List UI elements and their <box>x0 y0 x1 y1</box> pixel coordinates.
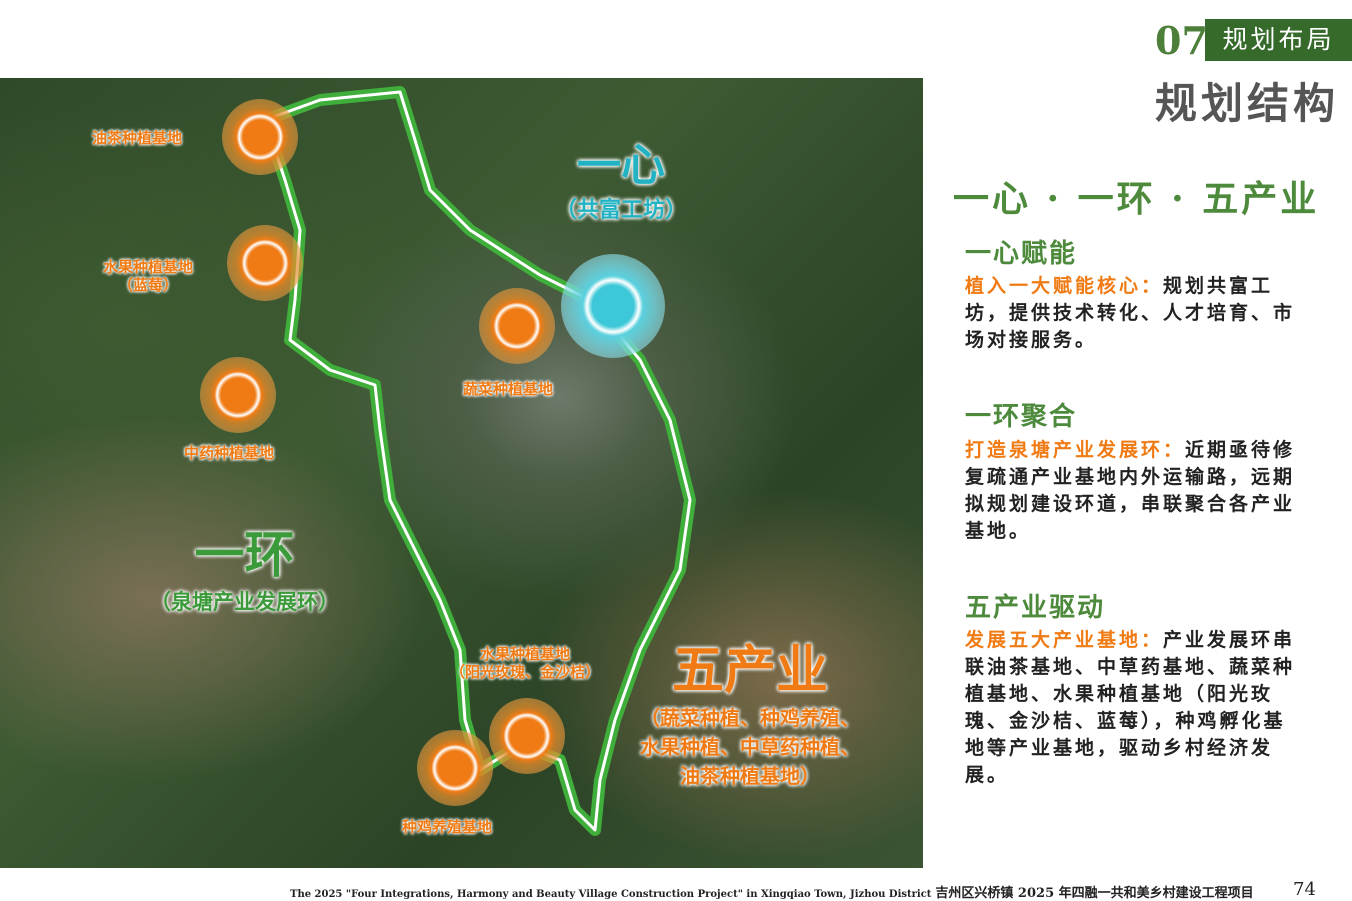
section-text: 植入一大赋能核心：规划共富工坊，提供技术转化、人才培育、市场对接服务。 <box>965 275 1296 351</box>
page-title: 规划结构 <box>1155 79 1340 128</box>
site-label: 水果种植基地（蓝莓） <box>103 258 194 294</box>
center-label: 一心（共富工坊） <box>555 140 688 223</box>
site-label: 蔬菜种植基地 <box>463 380 554 398</box>
industry-label: 五产业（蔬菜种植、种鸡养殖、水果种植、中草药种植、油茶种植基地） <box>640 640 860 788</box>
site-marker-blueberry <box>227 225 303 301</box>
section-heading: 一环聚合 <box>965 402 1078 432</box>
site-label: 水果种植基地（阳光玫瑰、金沙桔） <box>450 645 601 681</box>
ring-label: 一环（泉塘产业发展环） <box>150 525 339 614</box>
section-number: 07 <box>1155 18 1208 63</box>
center-marker <box>561 254 665 358</box>
slogan: 一心 · 一环 · 五产业 <box>953 178 1320 220</box>
page-number: 74 <box>1293 879 1316 900</box>
site-marker-vegetable <box>479 288 555 364</box>
site-label: 种鸡养殖基地 <box>402 818 493 836</box>
site-label: 油茶种植基地 <box>92 129 183 147</box>
site-marker-fruit <box>489 698 565 774</box>
site-label: 中药种植基地 <box>184 444 275 462</box>
section-heading: 一心赋能 <box>965 239 1078 269</box>
section-text: 发展五大产业基地：产业发展环串联油茶基地、中草药基地、蔬菜种植基地、水果种植基地… <box>965 629 1296 786</box>
site-marker-oil-tea <box>222 99 298 175</box>
site-marker-herb <box>200 357 276 433</box>
section-heading: 五产业驱动 <box>965 593 1106 623</box>
section-text: 打造泉塘产业发展环：近期亟待修复疏通产业基地内外运输路，远期拟规划建设环道，串联… <box>965 439 1296 542</box>
map-overlay <box>200 86 696 836</box>
footer: The 2025 "Four Integrations, Harmony and… <box>290 886 1254 901</box>
planning-map: 油茶种植基地 水果种植基地（蓝莓） 中药种植基地 蔬菜种植基地 水果种植基地（阳… <box>0 78 923 868</box>
site-marker-chicken <box>417 730 493 806</box>
section-tag: 规划布局 <box>1205 19 1352 61</box>
